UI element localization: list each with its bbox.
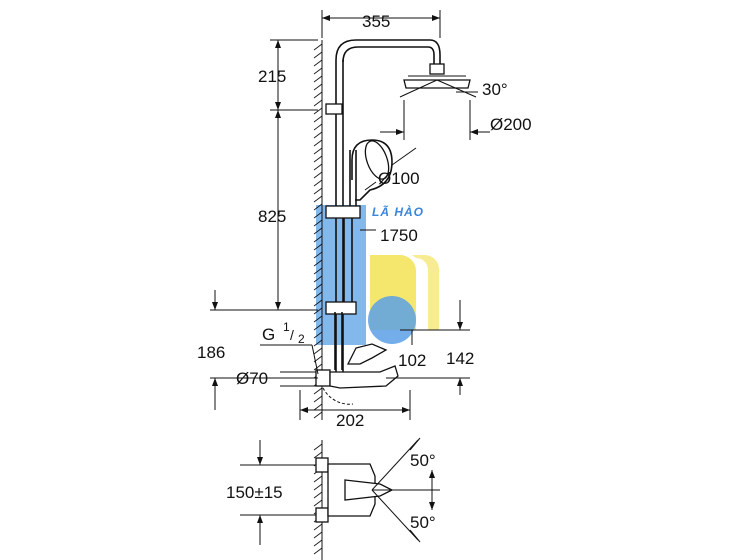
dim-inlet-height: 186 xyxy=(197,343,225,362)
dim-mixer-offset-b: 142 xyxy=(446,349,474,368)
hatch-mark xyxy=(313,195,323,203)
hatch-mark xyxy=(313,387,323,395)
hatch-mark xyxy=(313,331,323,339)
hatch-mark xyxy=(313,443,323,451)
dim-thread-main: G xyxy=(262,325,275,344)
dim-mixer-offset-a: 102 xyxy=(398,351,426,370)
hatch-mark xyxy=(313,339,323,347)
bottom-mixer-lever xyxy=(344,479,394,501)
wall-bracket-top xyxy=(325,103,343,115)
hatch-mark xyxy=(313,179,323,187)
hatch-mark xyxy=(313,163,323,171)
dim-top-width: 355 xyxy=(362,12,390,31)
dim-inlet-spacing: 150±15 xyxy=(226,483,283,502)
hatch-mark xyxy=(313,115,323,123)
hatch-mark xyxy=(313,91,323,99)
hatch-mark xyxy=(313,123,323,131)
hatch-mark xyxy=(313,251,323,259)
dim-rail-height: 825 xyxy=(258,207,286,226)
hatch-mark xyxy=(313,59,323,67)
dim-spout-length: 202 xyxy=(336,411,364,430)
dimension-lines xyxy=(210,10,490,545)
hatch-mark xyxy=(313,155,323,163)
dim-thread-num: 1 xyxy=(283,320,290,334)
dim-head-height: 215 xyxy=(258,67,286,86)
dim-inlet-diameter: Ø70 xyxy=(236,369,268,388)
dim-head-diameter: Ø200 xyxy=(490,115,532,134)
hatch-mark xyxy=(313,259,323,267)
dim-head-angle: 30° xyxy=(482,80,508,99)
slide-rail xyxy=(325,205,361,315)
watermark-text: LÃ HÀO xyxy=(372,204,424,219)
hatch-mark xyxy=(313,491,323,499)
hatch-mark xyxy=(313,363,323,371)
hatch-mark xyxy=(313,99,323,107)
hatch-mark xyxy=(313,51,323,59)
hatch-mark xyxy=(313,403,323,411)
hatch-mark xyxy=(313,291,323,299)
dim-angle-bottom: 50° xyxy=(410,513,436,532)
hatch-mark xyxy=(313,411,323,419)
mixer-lever xyxy=(346,343,388,365)
dim-thread-den: 2 xyxy=(298,332,305,346)
hatch-mark xyxy=(313,275,323,283)
hatch-mark xyxy=(313,539,323,547)
hatch-mark xyxy=(313,83,323,91)
hatch-mark xyxy=(313,75,323,83)
hatch-mark xyxy=(313,547,323,555)
bottom-connector-top xyxy=(315,457,329,473)
hatch-mark xyxy=(313,531,323,539)
overhead-shower-head xyxy=(399,63,477,98)
hatch-mark xyxy=(313,235,323,243)
hatch-mark xyxy=(313,171,323,179)
hatch-mark xyxy=(313,147,323,155)
wall-bracket-bottom xyxy=(325,301,357,315)
hatch-mark xyxy=(313,139,323,147)
hatch-mark xyxy=(313,131,323,139)
hatch-mark xyxy=(313,323,323,331)
watermark-logo: LÃ HÀO xyxy=(316,204,439,345)
hatch-mark xyxy=(313,451,323,459)
hatch-mark xyxy=(313,307,323,315)
dim-total-height: 1750 xyxy=(380,226,418,245)
hatch-mark xyxy=(313,347,323,355)
dim-hand-diameter: Ø100 xyxy=(378,169,420,188)
hatch-mark xyxy=(313,395,323,403)
hatch-mark xyxy=(313,187,323,195)
hand-shower xyxy=(349,139,393,208)
rail-holder xyxy=(325,205,361,219)
hatch-mark xyxy=(313,267,323,275)
hatch-mark xyxy=(313,227,323,235)
mixer-side-view xyxy=(315,312,399,405)
mixer-body xyxy=(329,365,399,389)
hatch-mark xyxy=(313,499,323,507)
hatch-mark xyxy=(313,283,323,291)
hatch-mark xyxy=(313,43,323,51)
hatch-mark xyxy=(313,299,323,307)
dim-angle-top: 50° xyxy=(410,451,436,470)
hatch-mark xyxy=(313,483,323,491)
hatch-mark xyxy=(313,107,323,115)
svg-text:/: / xyxy=(290,327,294,343)
hatch-mark xyxy=(313,219,323,227)
hatch-mark xyxy=(313,243,323,251)
mixer-bottom-view xyxy=(315,437,440,560)
hatch-mark xyxy=(313,315,323,323)
watermark-blue-circle xyxy=(368,296,416,344)
hatch-mark xyxy=(313,523,323,531)
hatch-mark xyxy=(313,211,323,219)
dimension-labels: 355 215 30° Ø200 Ø100 825 1750 G 1 / 2 1… xyxy=(197,12,532,532)
hatch-mark xyxy=(313,475,323,483)
bottom-connector-bottom xyxy=(315,507,329,523)
watermark-blue-bar xyxy=(316,205,366,345)
watermark-yellow-stripe xyxy=(412,255,439,330)
hatch-mark xyxy=(313,203,323,211)
hatch-mark xyxy=(313,67,323,75)
